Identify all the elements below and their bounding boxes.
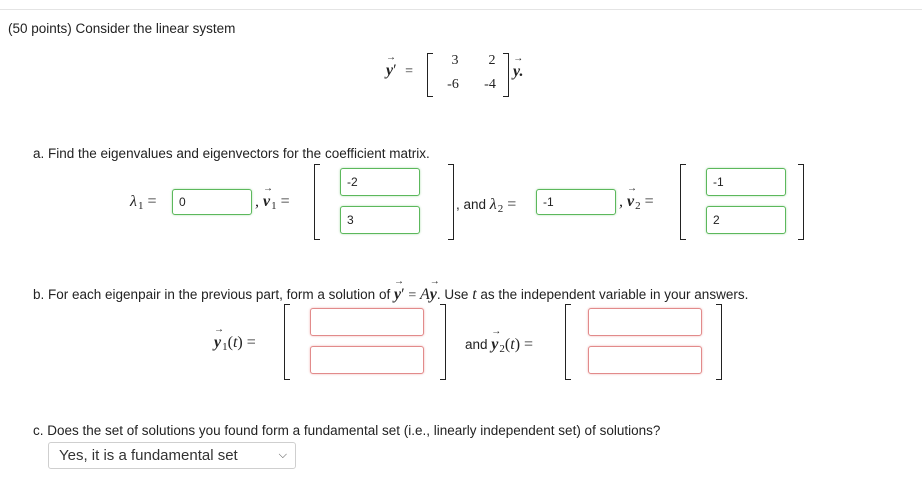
y2-label: and y2(t) = bbox=[465, 326, 533, 355]
system-matrix-left-bracket bbox=[427, 53, 433, 97]
chevron-down-icon: ⌵ bbox=[278, 449, 287, 461]
fundamental-set-select[interactable]: Yes, it is a fundamental set ⌵ bbox=[48, 442, 296, 469]
fundamental-set-selected-value: Yes, it is a fundamental set bbox=[59, 447, 238, 464]
y1-label: y1(t) = bbox=[214, 324, 256, 353]
matrix-a22: -4 bbox=[484, 77, 496, 92]
top-divider bbox=[0, 0, 922, 10]
part-c-prompt: c. Does the set of solutions you found f… bbox=[33, 423, 661, 438]
v2-left-bracket bbox=[680, 164, 686, 240]
lambda1-label: λ1 = bbox=[130, 193, 157, 212]
v1-left-bracket bbox=[314, 164, 320, 240]
part-a-prompt: a. Find the eigenvalues and eigenvectors… bbox=[33, 146, 430, 161]
y1-left-bracket bbox=[284, 304, 290, 380]
v2-label: , v2 = bbox=[619, 183, 654, 212]
y2-right-bracket bbox=[716, 304, 722, 380]
system-lhs: y′ = bbox=[386, 52, 413, 80]
matrix-a12: 2 bbox=[488, 53, 496, 68]
v2-bottom-input[interactable] bbox=[706, 206, 786, 234]
problem-header: (50 points) Consider the linear system bbox=[8, 21, 236, 36]
matrix-a21: -6 bbox=[447, 77, 459, 92]
and-lambda2-text: , and λ2 = bbox=[456, 196, 517, 215]
y2-bottom-input[interactable] bbox=[588, 346, 702, 374]
v1-label: , v1 = bbox=[255, 183, 290, 212]
y2-left-bracket bbox=[565, 304, 571, 380]
v1-top-input[interactable] bbox=[340, 168, 420, 196]
y1-bottom-input[interactable] bbox=[310, 346, 424, 374]
y1-top-input[interactable] bbox=[310, 308, 424, 336]
y2-top-input[interactable] bbox=[588, 308, 702, 336]
lambda1-input[interactable] bbox=[172, 189, 252, 215]
v2-right-bracket bbox=[798, 164, 804, 240]
v1-right-bracket bbox=[448, 164, 454, 240]
y-vector-symbol: y bbox=[386, 52, 393, 80]
v1-bottom-input[interactable] bbox=[340, 206, 420, 234]
matrix-a11: 3 bbox=[451, 53, 459, 68]
system-matrix-right-bracket bbox=[503, 53, 509, 97]
lambda2-input[interactable] bbox=[536, 189, 616, 215]
part-b-prompt: b. For each eigenpair in the previous pa… bbox=[33, 276, 748, 304]
system-rhs: y. bbox=[513, 53, 524, 81]
v2-top-input[interactable] bbox=[706, 168, 786, 196]
y1-right-bracket bbox=[440, 304, 446, 380]
